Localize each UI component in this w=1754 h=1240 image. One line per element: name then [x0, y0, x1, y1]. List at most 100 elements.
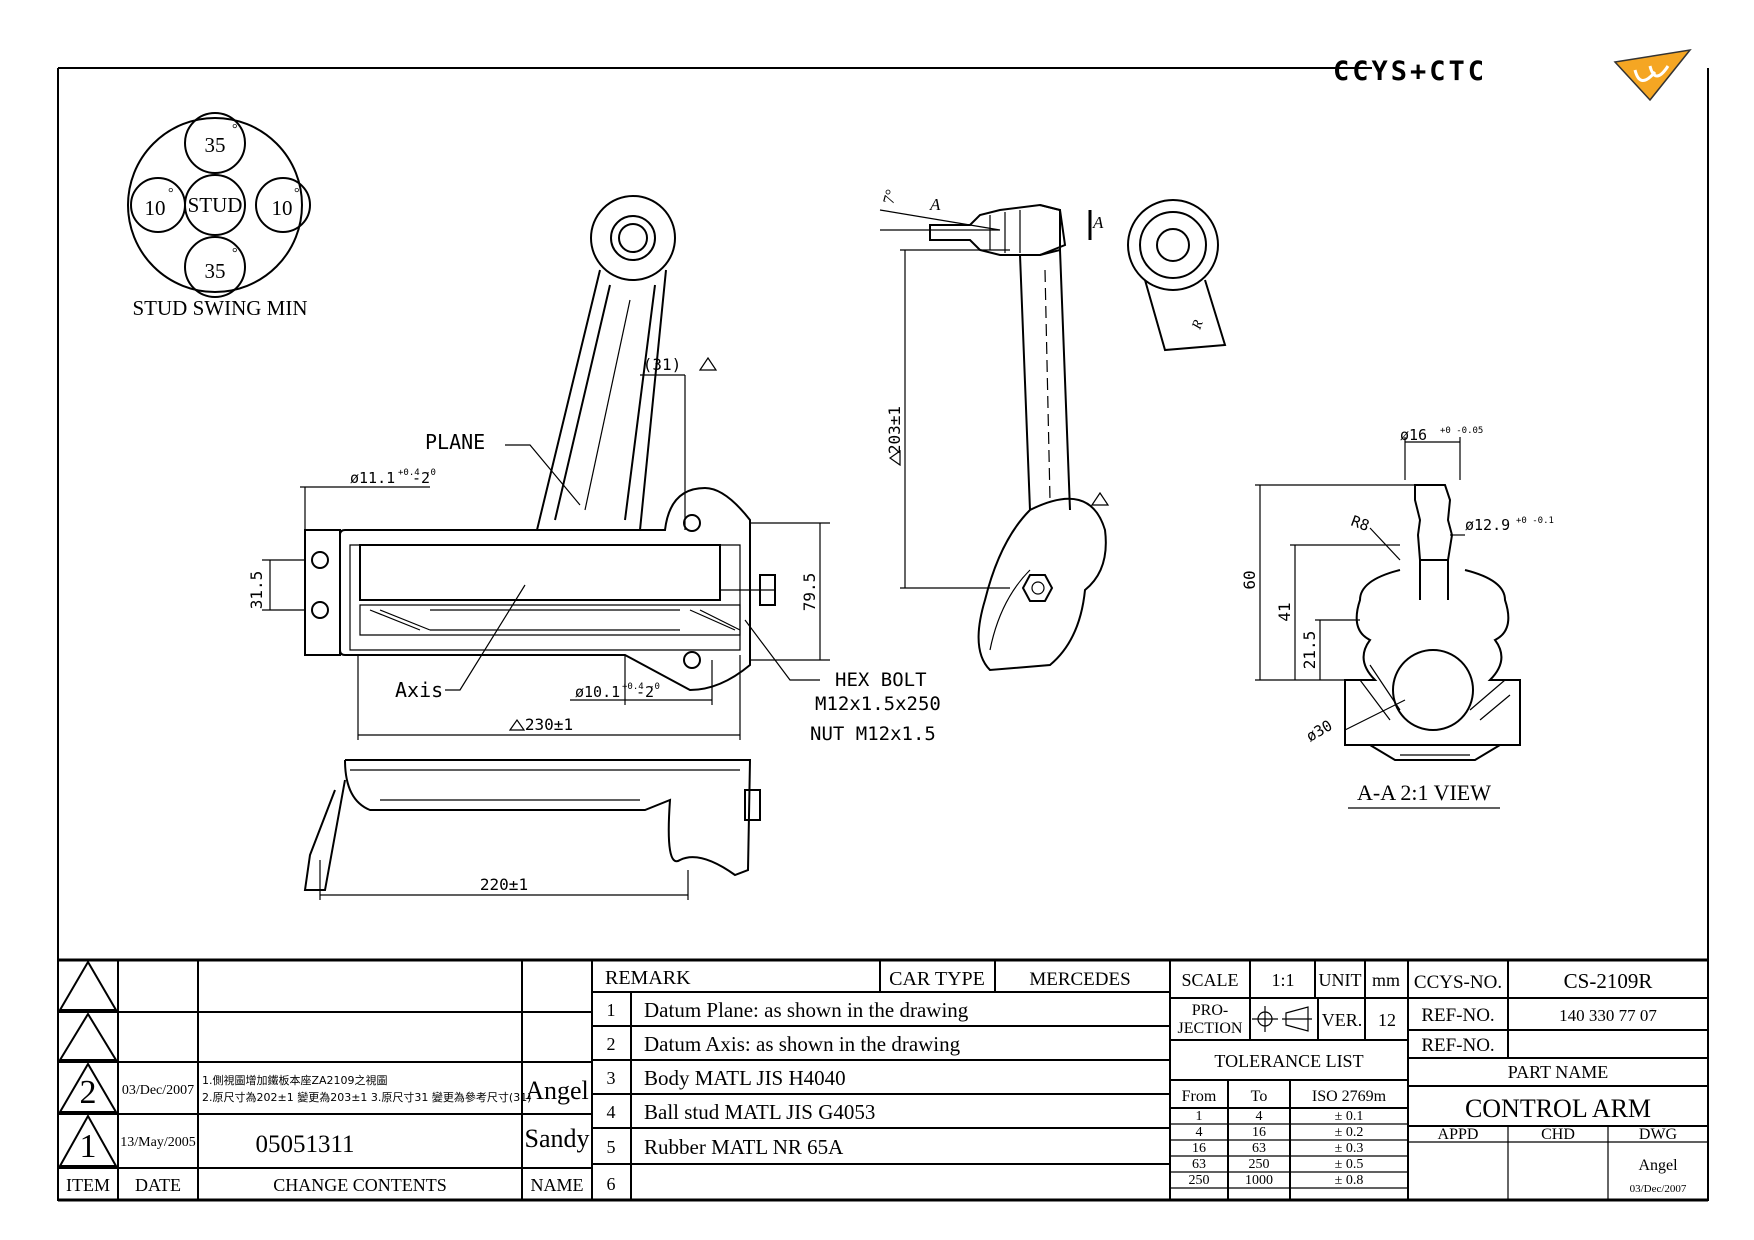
remark-num-6: 6 — [607, 1174, 616, 1194]
section-a-a-view: ø16 +0 -0.05 R8 ø12.9 +0 -0.1 60 41 21.5… — [1240, 426, 1554, 809]
dwg-label: DWG — [1639, 1126, 1678, 1143]
dim-stud-12-9: ø12.9 — [1465, 516, 1510, 534]
tol-to: 250 — [1249, 1157, 1270, 1172]
company-logo: CCYS+CTC — [1333, 48, 1692, 102]
eye-end-view: R — [1127, 199, 1227, 352]
dim-79-5: 79.5 — [800, 573, 819, 612]
revision-item-1: 1 — [80, 1128, 97, 1165]
bolt-spec: M12x1.5x250 — [815, 693, 941, 715]
remark-num-2: 2 — [607, 1034, 616, 1054]
ccys-no-value: CS-2109R — [1564, 969, 1653, 993]
dim-hole-11: ø11.1 — [350, 469, 395, 487]
tol-value: ± 0.5 — [1335, 1157, 1364, 1172]
deg-mark: ° — [232, 122, 238, 137]
plane-label: PLANE — [425, 430, 485, 454]
remark-num-5: 5 — [607, 1137, 616, 1157]
tol-from: 63 — [1192, 1157, 1206, 1172]
dwg-date: 03/Dec/2007 — [1630, 1183, 1687, 1195]
tolerance-title: TOLERANCE LIST — [1214, 1051, 1363, 1071]
rev-header-contents: CHANGE CONTENTS — [273, 1175, 447, 1195]
tol-value: ± 0.2 — [1335, 1125, 1364, 1140]
revision-date-1: 13/May/2005 — [120, 1135, 195, 1150]
dim-stud-12-9-tol: +0 -0.1 — [1516, 516, 1554, 526]
tol-value: ± 0.3 — [1335, 1141, 1364, 1156]
tol-from: 1 — [1196, 1109, 1203, 1124]
unit-value: mm — [1372, 970, 1400, 990]
ver-value: 12 — [1378, 1010, 1396, 1030]
tol-to: 63 — [1252, 1141, 1266, 1156]
datum-triangle-icon — [698, 356, 718, 371]
dim-r8: R8 — [1349, 512, 1372, 535]
axis-label: Axis — [395, 678, 443, 702]
remark-num-4: 4 — [607, 1102, 616, 1122]
swing-left-value: 10 — [145, 196, 166, 220]
stud-swing-diagram: STUD 35 35 10 10 ° ° ° ° STUD SWING MIN — [127, 112, 311, 320]
ref-no-label-2: REF-NO. — [1421, 1035, 1494, 1056]
swing-caption: STUD SWING MIN — [133, 296, 308, 320]
deg-mark: ° — [232, 246, 238, 261]
revision-item-2: 2 — [80, 1074, 97, 1111]
datum-triangle-icon — [1090, 491, 1110, 506]
dim-230: 230±1 — [525, 715, 573, 734]
tol-from: 250 — [1189, 1173, 1210, 1188]
dim-203: 203±1 — [885, 406, 904, 454]
tolerance-rows: 1 4 ± 0.1 4 16 ± 0.2 16 63 ± 0.3 63 250 … — [1189, 1109, 1364, 1188]
title-block: 2 03/Dec/2007 1.側視圖增加鐵板本座ZA2109之視圖 2.原尺寸… — [58, 958, 1708, 1202]
bracket-side-view: 220±1 — [303, 759, 761, 900]
remark-text-4: Ball stud MATL JIS G4053 — [644, 1100, 875, 1124]
radius-r-label: R — [1189, 318, 1207, 333]
ref-no-label-1: REF-NO. — [1421, 1005, 1494, 1026]
tol-to: 4 — [1256, 1109, 1263, 1124]
dim-60: 60 — [1240, 570, 1259, 589]
tol-to: 1000 — [1245, 1173, 1273, 1188]
ref-no-value-1: 140 330 77 07 — [1559, 1006, 1657, 1025]
projection-label-1: PRO- — [1192, 1002, 1228, 1019]
rev-header-date: DATE — [135, 1175, 181, 1195]
deg-mark: ° — [294, 186, 300, 201]
nut-spec: NUT M12x1.5 — [810, 723, 936, 745]
revision-contents-2a: 1.側視圖增加鐵板本座ZA2109之視圖 — [202, 1073, 388, 1087]
revision-contents-1: 05051311 — [255, 1131, 354, 1158]
view-caption: A-A 2:1 VIEW — [1357, 780, 1491, 805]
dim-ball-30: ø30 — [1303, 716, 1335, 745]
datum-triangle-icon — [888, 449, 901, 467]
projection-label-2: JECTION — [1178, 1020, 1243, 1037]
swing-right-value: 10 — [272, 196, 293, 220]
rev-header-name: NAME — [531, 1175, 584, 1195]
chd-label: CHD — [1541, 1126, 1575, 1143]
dim-hole-10-tol: +0.4 -0 — [622, 682, 660, 692]
tol-value: ± 0.8 — [1335, 1173, 1364, 1188]
swing-top-value: 35 — [205, 133, 226, 157]
ver-label: VER. — [1322, 1010, 1363, 1030]
part-name-label: PART NAME — [1508, 1062, 1608, 1082]
revision-name-2: Angel — [525, 1076, 589, 1105]
dim-31-5: 31.5 — [247, 571, 266, 610]
swing-bottom-value: 35 — [205, 259, 226, 283]
remark-num-3: 3 — [607, 1068, 616, 1088]
rev-header-item: ITEM — [66, 1175, 110, 1195]
revision-contents-2b: 2.原尺寸為202±1 變更為203±1 3.原尺寸31 變更為參考尺寸(31) — [202, 1090, 531, 1104]
datum-triangle-icon — [508, 718, 526, 731]
remark-title: REMARK — [605, 967, 691, 989]
dim-31-ref: (31) — [643, 355, 682, 374]
car-type-label: CAR TYPE — [889, 968, 985, 990]
ccys-no-label: CCYS-NO. — [1414, 972, 1502, 993]
section-a-left: A — [929, 195, 941, 214]
revision-date-2: 03/Dec/2007 — [122, 1083, 194, 1098]
dim-stud-16: ø16 — [1400, 426, 1427, 444]
tol-from: 16 — [1192, 1141, 1206, 1156]
hex-bolt-label: HEX BOLT — [835, 669, 927, 691]
dim-220: 220±1 — [480, 875, 528, 894]
tol-header-std: ISO 2769m — [1312, 1088, 1387, 1105]
dim-21-5: 21.5 — [1300, 631, 1319, 670]
dim-hole-11-suffix: -2 — [412, 469, 430, 487]
revision-name-1: Sandy — [525, 1124, 590, 1153]
dim-hole-10-suffix: -2 — [636, 683, 654, 701]
tol-header-from: From — [1182, 1088, 1217, 1105]
control-arm-front-view: 203±1 7° A A — [879, 188, 1110, 672]
tol-value: ± 0.1 — [1335, 1109, 1364, 1124]
remark-text-1: Datum Plane: as shown in the drawing — [644, 998, 969, 1022]
scale-label: SCALE — [1181, 970, 1238, 990]
part-name-value: CONTROL ARM — [1465, 1094, 1651, 1123]
